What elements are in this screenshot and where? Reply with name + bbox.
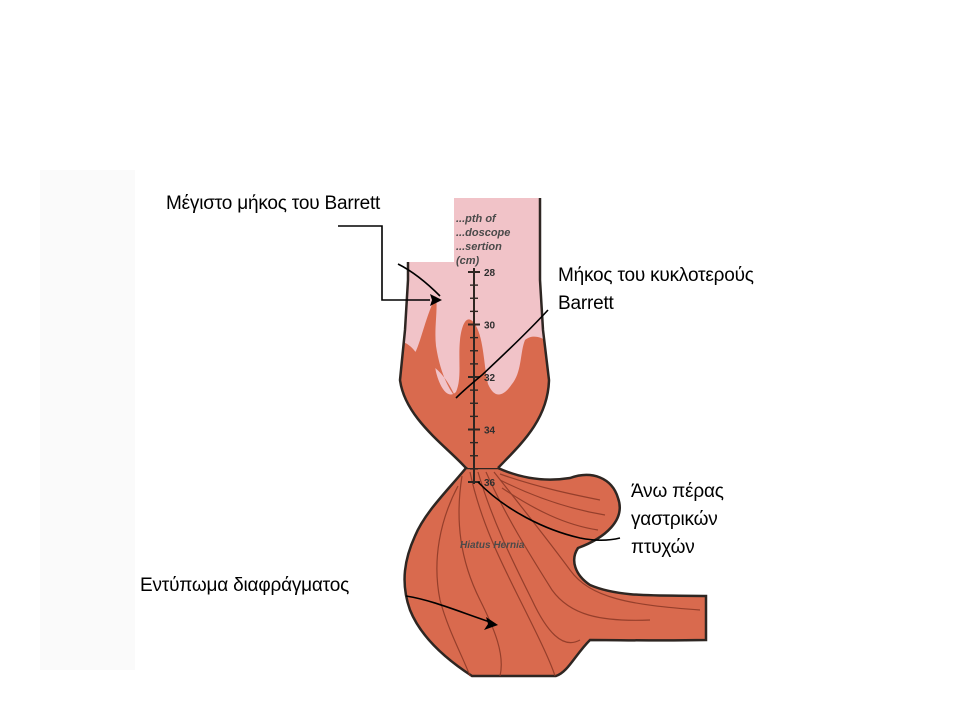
scale-tick-label: 36 bbox=[484, 478, 496, 489]
scale-header: ...pth of ...doscope ...sertion (cm) bbox=[456, 213, 510, 267]
scale-tick-label: 34 bbox=[484, 426, 496, 437]
max-length-curve bbox=[397, 263, 441, 297]
diaphragm-pointer bbox=[405, 595, 491, 623]
stomach-body bbox=[403, 466, 708, 678]
esophagus-left-wall bbox=[398, 198, 467, 469]
callout-max-barrett-length: Μέγιστο μήκος του Barrett bbox=[166, 190, 380, 218]
callout-gastric-folds-line-3: πτυχών bbox=[631, 537, 695, 558]
max-length-arrowhead bbox=[430, 294, 442, 306]
callout-max-barrett-length-text: Μέγιστο μήκος του Barrett bbox=[166, 193, 381, 214]
callout-gastric-folds: Άνω πέρας γαστρικών πτυχών bbox=[631, 478, 724, 562]
esophagus-right-wall bbox=[497, 198, 551, 469]
callout-diaphragm-impression: Εντύπωμα διαφράγματος bbox=[140, 572, 349, 600]
scale-tick-label: 28 bbox=[484, 268, 496, 279]
callout-circumferential-line-1: Μήκος του κυκλοτερούς bbox=[558, 265, 754, 286]
scale-header-line-3: ...sertion bbox=[456, 241, 502, 253]
barrett-tongue bbox=[412, 296, 456, 398]
measurement-scale: 28 30 32 34 36 bbox=[468, 268, 496, 489]
hernia-label: Hiatus Hernia bbox=[460, 540, 525, 551]
callout-gastric-folds-line-1: Άνω πέρας bbox=[631, 481, 724, 502]
diaphragm-arrowhead bbox=[484, 617, 498, 630]
scale-ticks: 28 30 32 34 36 bbox=[468, 268, 496, 489]
callout-gastric-folds-line-2: γαστρικών bbox=[631, 509, 718, 530]
callout-circumferential-barrett: Μήκος του κυκλοτερούς Barrett bbox=[558, 262, 754, 318]
scale-tick-label: 32 bbox=[484, 373, 496, 384]
max-length-pointer bbox=[338, 225, 430, 301]
crop-box bbox=[380, 180, 454, 262]
scale-header-line-1: ...pth of bbox=[456, 213, 497, 225]
circumferential-pointer bbox=[455, 309, 549, 399]
scale-header-line-4: (cm) bbox=[456, 255, 480, 267]
gastric-folds-pointer bbox=[477, 481, 621, 542]
callout-diaphragm-impression-text: Εντύπωμα διαφράγματος bbox=[140, 575, 350, 596]
scale-header-line-2: ...doscope bbox=[456, 227, 510, 239]
callout-circumferential-line-2: Barrett bbox=[558, 293, 614, 314]
gastric-fold-lines bbox=[436, 471, 701, 677]
background-panel bbox=[40, 170, 135, 670]
scale-tick-label: 30 bbox=[484, 321, 496, 332]
